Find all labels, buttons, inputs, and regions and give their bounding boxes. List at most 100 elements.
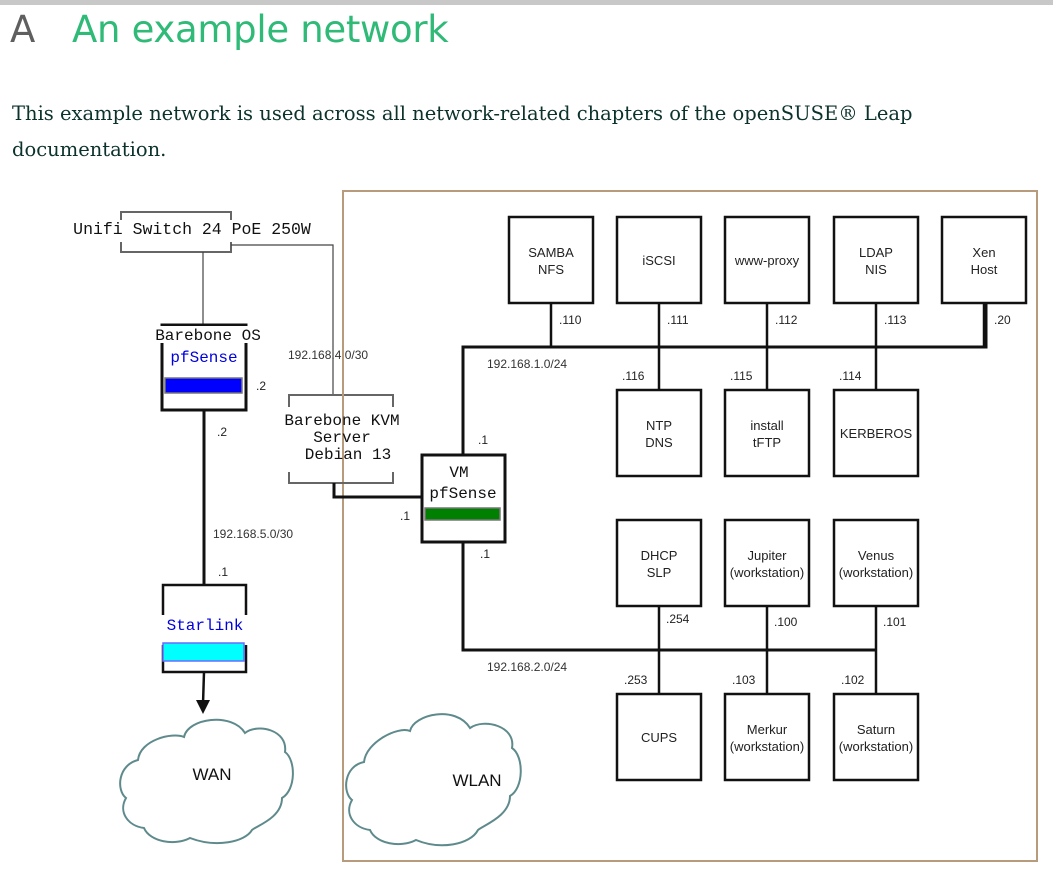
host-ldap: LDAP NIS .113 [832,215,920,347]
switch-label: Unifi Switch 24 PoE 250W [73,220,311,239]
host-box [615,692,703,782]
appendix-letter: A [10,8,36,51]
kvm-server-node: Barebone KVM Server Debian 13 [284,394,400,484]
page-title: An example network [72,8,449,51]
subnet-lan1: 192.168.1.0/24 [487,357,567,371]
barebone-ip-right: .2 [256,379,266,393]
host-label-line1: www-proxy [734,253,800,268]
host-label-line2: (workstation) [839,739,913,754]
vm-pfsense-port-bar [424,507,501,521]
host-label-line2: NFS [538,262,564,277]
switch-node: Unifi Switch 24 PoE 250W [73,211,311,253]
host-ip: .253 [624,673,648,687]
host-box [723,518,811,608]
host-ip: .115 [730,369,753,383]
host-iscsi: iSCSI .111 [615,215,703,347]
host-label-line1: Saturn [857,722,895,737]
host-label-line1: LDAP [859,245,893,260]
host-ip: .114 [839,369,862,383]
lan2-bus [461,542,876,652]
internal-network-frame [342,190,1038,862]
barebone-pfsense-port-bar [164,377,243,394]
host-label-line1: NTP [646,418,672,433]
host-box [615,388,703,478]
host-kerberos: KERBEROS .114 [832,347,920,478]
lan1-bus [461,303,988,455]
link-kvm-vm [332,483,423,499]
host-label-line1: Venus [858,548,895,563]
wlan-label: WLAN [452,771,501,790]
host-label-line1: Merkur [747,722,788,737]
host-label-line2: tFTP [753,435,781,450]
wan-cloud: WAN [119,718,294,845]
page-heading: A An example network [10,4,449,56]
barebone-pfsense-node: Barebone OS pfSense .2 [146,323,270,412]
host-box [940,215,1028,305]
host-ip: .20 [994,313,1011,327]
host-ip: .112 [775,313,798,327]
host-ip: .110 [559,313,582,327]
host-box [723,215,811,305]
vm-ip-bottom: .1 [480,547,490,561]
host-cups: CUPS .253 [615,650,703,782]
host-ip: .254 [666,612,690,626]
host-ip: .102 [841,673,865,687]
host-label-line1: DHCP [641,548,678,563]
host-jupiter: Jupiter(workstation).100 [723,518,811,650]
link-starlink-wan [201,671,206,705]
host-label-line2: (workstation) [839,565,913,580]
host-samba: SAMBA NFS .110 [507,215,595,347]
host-dhcp: DHCP SLP .254 [615,518,703,650]
host-ntp: NTP DNS .116 [615,347,703,478]
host-label-line1: KERBEROS [840,426,913,441]
host-box [615,518,703,608]
host-label-line1: Xen [972,245,995,260]
barebone-pfsense-label: pfSense [170,349,237,367]
host-box [723,388,811,478]
host-label-line1: SAMBA [528,245,574,260]
host-ip: .113 [884,313,907,327]
host-label-line1: iSCSI [642,253,675,268]
vm-ip-top: .1 [478,433,488,447]
wan-label: WAN [192,765,231,784]
host-label-line2: Host [971,262,998,277]
host-merkur: Merkur (workstation) .103 [723,650,811,782]
host-nodes: SAMBA NFS .110 iSCSI .111 www-proxy .112 LDAP NI… [507,215,1028,782]
host-ip: .116 [622,369,645,383]
host-box [832,518,920,608]
host-label-line1: CUPS [641,730,677,745]
host-install: install tFTP .115 [723,347,811,478]
host-ip: .111 [667,313,689,327]
host-label-line2: DNS [645,435,673,450]
top-border [0,0,1053,5]
host-label-line2: NIS [865,262,887,277]
host-box [832,215,920,305]
barebone-ip-below: .2 [217,425,227,439]
kvm-ip: .1 [400,509,410,523]
starlink-port-bar [162,642,245,662]
intro-paragraph: This example network is used across all … [12,102,913,161]
host-ip: .101 [883,615,907,629]
starlink-ip: .1 [218,565,228,579]
vm-pfsense-node: VM pfSense [420,453,507,544]
host-ip: .100 [774,615,798,629]
host-venus: Venus (workstation) .101 [832,518,920,650]
host-label-line2: SLP [647,565,672,580]
arrow-down-icon [196,700,210,714]
subnet-lan2: 192.168.2.0/24 [487,660,567,674]
subnet-kvm-link: 192.168.4.0/30 [288,348,368,362]
wlan-cloud: WLAN [345,713,522,847]
host-box [832,692,920,782]
starlink-label: Starlink [167,617,244,635]
link-switch-kvm [231,244,334,395]
host-label-line1: install [750,418,783,433]
subnet-wan-link: 192.168.5.0/30 [213,527,293,541]
host-label-line2: (workstation) [730,739,804,754]
host-www-proxy: www-proxy .112 [723,215,811,347]
host-ip: .103 [732,673,756,687]
barebone-os-label: Barebone OS [155,327,261,345]
host-label-line1: Jupiter [747,548,787,563]
host-saturn: Saturn (workstation) .102 [832,650,920,782]
